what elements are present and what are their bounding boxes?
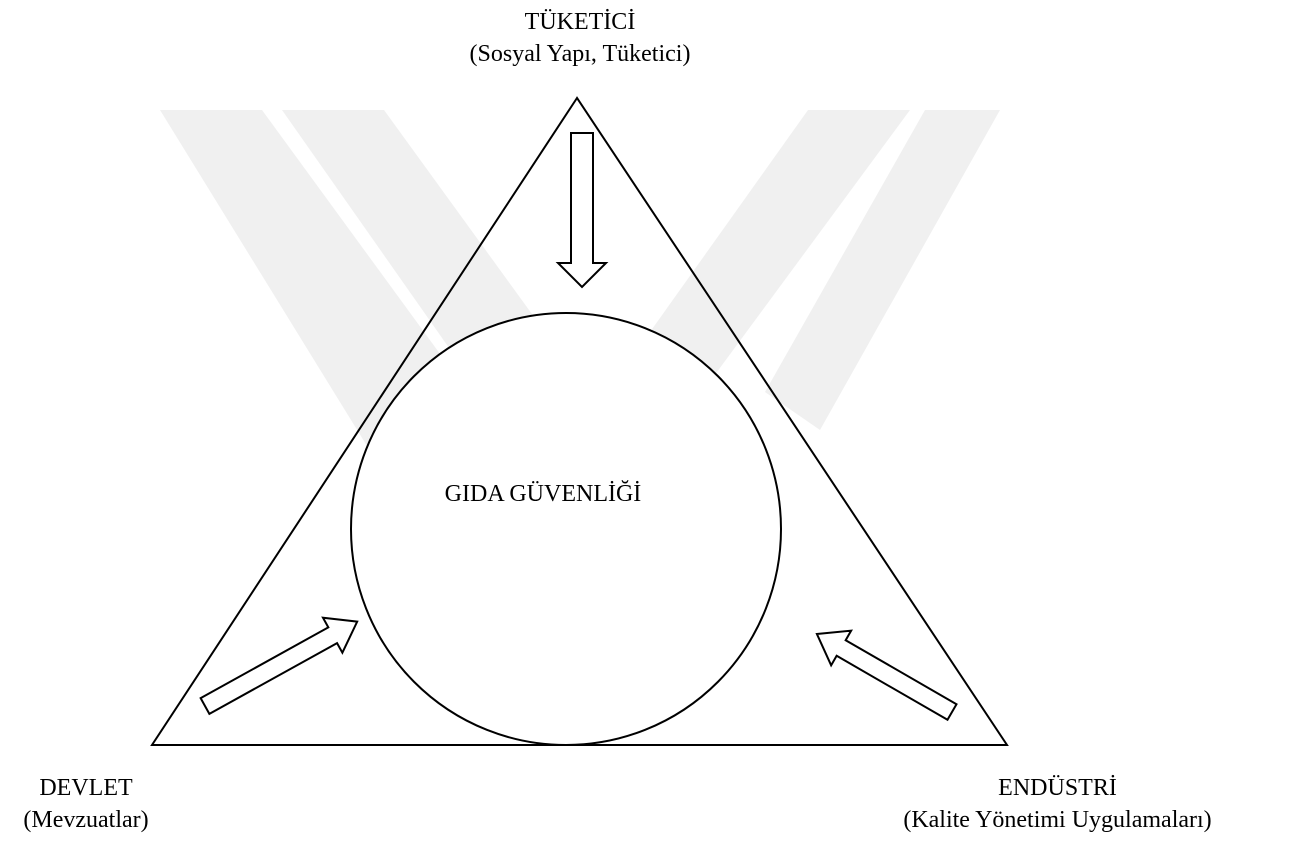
industry-subtitle: (Kalite Yönetimi Uygulamaları) (903, 807, 1212, 833)
government-subtitle: (Mevzuatlar) (23, 807, 149, 833)
consumer-subtitle: (Sosyal Yapı, Tüketici) (469, 41, 691, 67)
center-circle (350, 312, 782, 746)
consumer-title: TÜKETİCİ (524, 9, 636, 35)
government-label: DEVLET (Mevzuatlar) (0, 772, 172, 836)
arrow-top-down (555, 132, 609, 289)
industry-label: ENDÜSTRİ (Kalite Yönetimi Uygulamaları) (830, 772, 1285, 836)
food-safety-label: GIDA GÜVENLİĞİ (444, 481, 642, 507)
consumer-label: TÜKETİCİ (Sosyal Yapı, Tüketici) (446, 6, 714, 70)
arrow-bottom-right (815, 629, 958, 722)
industry-title: ENDÜSTRİ (998, 775, 1117, 801)
government-title: DEVLET (39, 775, 133, 801)
arrow-bottom-left (199, 616, 359, 716)
